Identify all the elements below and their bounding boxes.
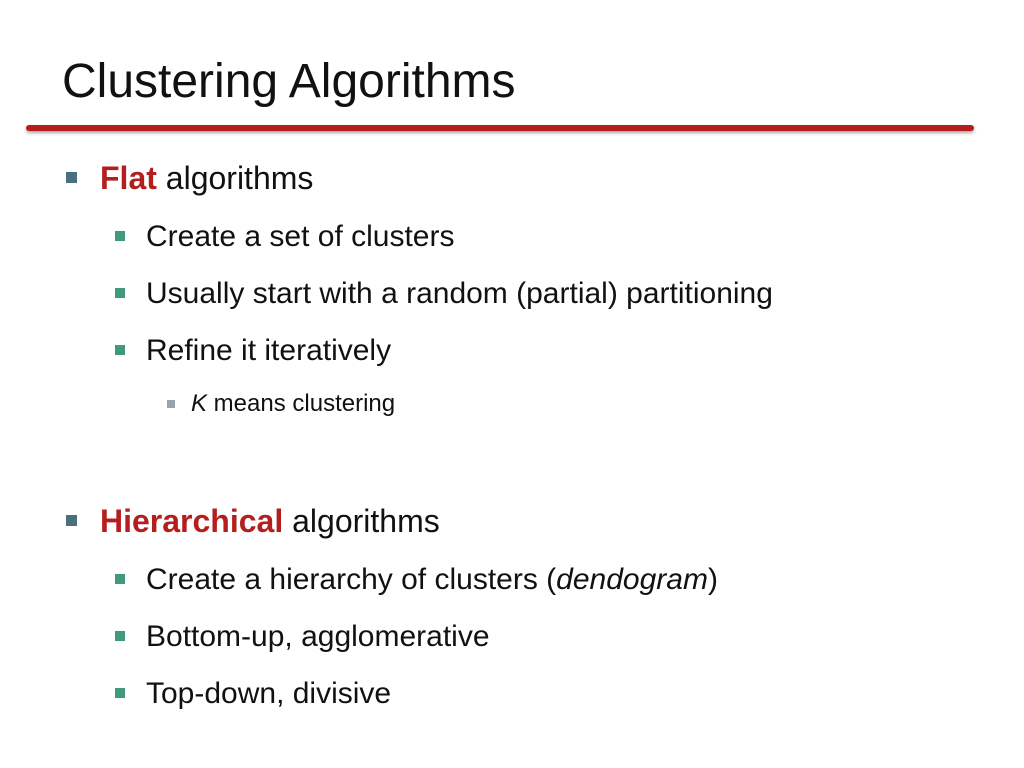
bullet-text: means clustering [207, 390, 396, 417]
bullet-text: Bottom-up, agglomerative [146, 620, 490, 653]
bullet-text: Refine it iteratively [146, 334, 392, 367]
square-bullet-icon [115, 345, 125, 355]
bullet-text: Usually start with a random (partial) pa… [146, 277, 773, 310]
bullet-flat-algorithms: Flat algorithms [66, 158, 314, 198]
square-bullet-icon [115, 574, 125, 584]
bullet-k-means: K means clustering [167, 389, 396, 419]
bullet-top-down: Top-down, divisive [115, 675, 392, 713]
bullet-create-set: Create a set of clusters [115, 218, 455, 256]
bullet-text: algorithms [283, 503, 440, 539]
square-bullet-icon [115, 231, 125, 241]
bullet-random-partitioning: Usually start with a random (partial) pa… [115, 275, 773, 313]
bullet-text: Create a set of clusters [146, 220, 455, 253]
square-bullet-icon [66, 515, 77, 526]
square-bullet-icon [115, 631, 125, 641]
bullet-hierarchical-algorithms: Hierarchical algorithms [66, 501, 440, 541]
bullet-bottom-up: Bottom-up, agglomerative [115, 618, 490, 656]
bullet-text: ) [707, 563, 718, 596]
italic-k: K [191, 390, 208, 417]
bullet-text: algorithms [156, 160, 314, 196]
title-divider [26, 125, 974, 131]
italic-dendogram: dendogram [556, 563, 708, 596]
square-bullet-icon [66, 172, 77, 183]
bullet-hierarchy-of-clusters: Create a hierarchy of clusters (dendogra… [115, 561, 718, 599]
square-bullet-icon [115, 688, 125, 698]
keyword-hierarchical: Hierarchical [100, 503, 284, 539]
bullet-text: Create a hierarchy of clusters ( [146, 563, 557, 596]
square-bullet-icon [167, 400, 175, 408]
bullet-refine-iteratively: Refine it iteratively [115, 332, 392, 370]
bullet-text: Top-down, divisive [146, 677, 392, 710]
square-bullet-icon [115, 288, 125, 298]
slide-title: Clustering Algorithms [62, 55, 516, 108]
keyword-flat: Flat [100, 160, 157, 196]
